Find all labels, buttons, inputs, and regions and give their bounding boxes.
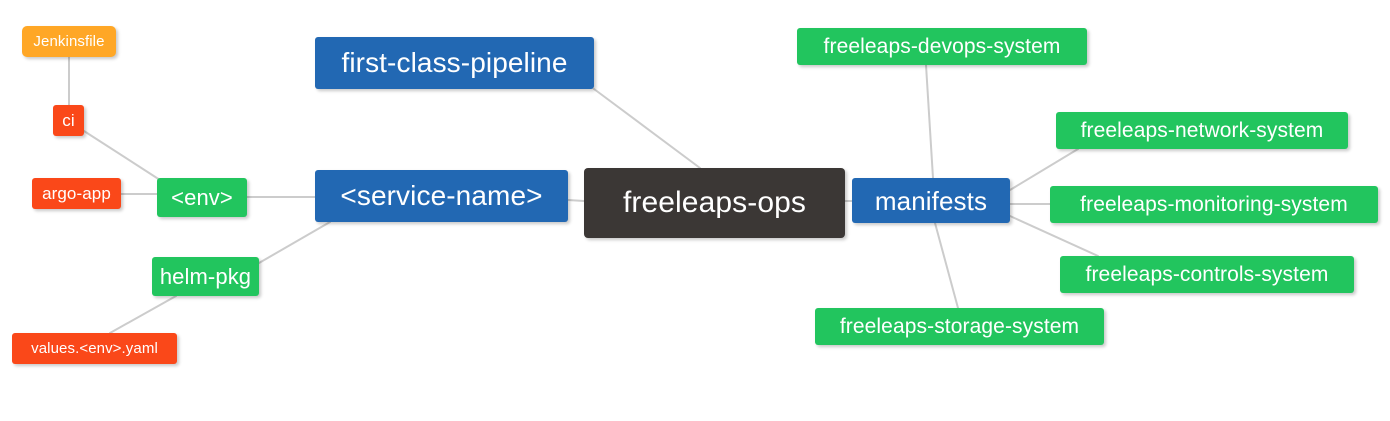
node-freeleaps-controls-system[interactable]: freeleaps-controls-system — [1060, 256, 1354, 293]
node-ci[interactable]: ci — [53, 105, 84, 136]
edge-helm-pkg-to-service-name — [258, 221, 331, 264]
node-manifests[interactable]: manifests — [852, 178, 1010, 223]
node-service-name[interactable]: <service-name> — [315, 170, 568, 222]
node-helm-pkg[interactable]: helm-pkg — [152, 257, 259, 296]
edge-values-env-yaml-to-helm-pkg — [109, 295, 177, 334]
edge-ci-to-env — [83, 130, 161, 181]
edge-service-name-to-freeleaps-ops — [567, 199, 585, 202]
node-jenkinsfile[interactable]: Jenkinsfile — [22, 26, 116, 57]
node-values-env-yaml[interactable]: values.<env>.yaml — [12, 333, 177, 364]
edge-manifests-to-freeleaps-storage-system — [934, 222, 959, 309]
node-first-class-pipeline[interactable]: first-class-pipeline — [315, 37, 594, 89]
node-freeleaps-monitoring-system[interactable]: freeleaps-monitoring-system — [1050, 186, 1378, 223]
edge-first-class-pipeline-to-freeleaps-ops — [593, 88, 701, 169]
node-freeleaps-network-system[interactable]: freeleaps-network-system — [1056, 112, 1348, 149]
edge-manifests-to-freeleaps-devops-system — [925, 64, 934, 179]
node-freeleaps-devops-system[interactable]: freeleaps-devops-system — [797, 28, 1087, 65]
edge-manifests-to-freeleaps-network-system — [1009, 148, 1079, 191]
node-argo-app[interactable]: argo-app — [32, 178, 121, 209]
node-env[interactable]: <env> — [157, 178, 247, 217]
node-freeleaps-ops[interactable]: freeleaps-ops — [584, 168, 845, 238]
node-freeleaps-storage-system[interactable]: freeleaps-storage-system — [815, 308, 1104, 345]
